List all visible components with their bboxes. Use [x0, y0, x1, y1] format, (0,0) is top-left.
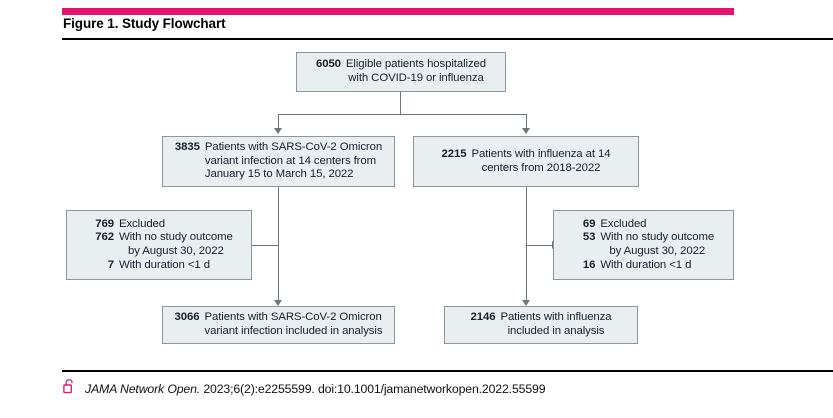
arrowhead-to-covid-cohort: [274, 128, 282, 134]
footer-divider: [62, 370, 833, 372]
node-covid-cohort-count: 3835: [174, 141, 200, 154]
connector-covid-branch: [278, 187, 280, 301]
node-covid-excluded-reason-1-line-2: by August 30, 2022: [127, 245, 224, 257]
node-covid-cohort-line-2: variant infection at 14 centers from: [204, 154, 377, 167]
open-lock-icon: [63, 378, 76, 399]
node-covid-excluded-reason-1-count: 762: [95, 231, 114, 244]
node-influenza-cohort: 2215 Patients with influenza at 14 cente…: [413, 136, 639, 187]
footer-citation-row: JAMA Network Open. 2023;6(2):e2255599. d…: [63, 378, 546, 399]
connector-to-influenza-cohort: [526, 114, 528, 129]
connector-to-covid-cohort: [278, 114, 280, 129]
node-covid-analysis: 3066 Patients with SARS-CoV-2 Omicron va…: [162, 306, 395, 344]
node-influenza-analysis: 2146 Patients with influenza included in…: [444, 306, 638, 344]
spacer-cell: [573, 245, 600, 259]
spacer-cell: [316, 72, 346, 86]
node-covid-cohort-line-3: January 15 to March 15, 2022: [204, 168, 354, 181]
node-influenza-excluded-reason-2-line-1: With duration <1 d: [600, 258, 692, 271]
node-covid-analysis-count: 3066: [174, 311, 200, 324]
node-influenza-excluded-count: 69: [582, 217, 596, 230]
spacer-cell: [175, 325, 205, 339]
node-influenza-excluded-reason-1-line-1: With no study outcome: [600, 231, 715, 244]
node-influenza-excluded-reason-1-count: 53: [582, 231, 596, 244]
node-influenza-analysis-line-2: included in analysis: [507, 325, 605, 337]
spacer-cell: [442, 162, 472, 176]
node-covid-excluded-reason-1-line-1: With no study outcome: [118, 231, 233, 244]
spacer-cell: [175, 155, 205, 169]
arrowhead-to-influenza-analysis: [522, 300, 530, 306]
node-influenza-excluded: 69 Excluded 53 With no study outcome by …: [553, 210, 734, 280]
connector-influenza-exclusion: [526, 245, 553, 247]
node-influenza-excluded-reason-2-count: 16: [582, 258, 596, 271]
arrowhead-to-influenza-cohort: [522, 128, 530, 134]
node-covid-analysis-line-1: Patients with SARS-CoV-2 Omicron: [204, 311, 382, 324]
accent-bar: [62, 8, 734, 15]
node-influenza-analysis-line-1: Patients with influenza: [500, 311, 612, 324]
connector-split-horizontal: [278, 114, 527, 116]
node-eligible-line-2: with COVID-19 or influenza: [348, 72, 484, 84]
citation-text: JAMA Network Open. 2023;6(2):e2255599. d…: [85, 381, 546, 396]
node-covid-excluded-label: Excluded: [118, 217, 166, 230]
title-divider: [62, 38, 833, 40]
node-eligible-line-1: Eligible patients hospitalized: [345, 58, 487, 71]
node-influenza-excluded-reason-1-line-2: by August 30, 2022: [609, 245, 706, 257]
spacer-cell: [175, 168, 205, 182]
node-influenza-cohort-line-1: Patients with influenza at 14: [471, 147, 611, 160]
arrowhead-to-covid-analysis: [274, 300, 282, 306]
node-covid-cohort: 3835 Patients with SARS-CoV-2 Omicron va…: [162, 136, 395, 187]
spacer-cell: [471, 325, 501, 339]
node-covid-cohort-line-1: Patients with SARS-CoV-2 Omicron: [204, 141, 383, 154]
node-covid-excluded-count: 769: [95, 217, 114, 230]
spacer-cell: [85, 245, 119, 259]
citation-journal: JAMA Network Open.: [85, 381, 201, 396]
node-influenza-cohort-line-2: centers from 2018-2022: [481, 161, 601, 174]
node-covid-excluded: 769 Excluded 762 With no study outcome b…: [66, 210, 252, 280]
figure-title: Figure 1. Study Flowchart: [63, 16, 226, 31]
node-covid-analysis-line-2: variant infection included in analysis: [204, 325, 383, 337]
connector-source-stem: [400, 92, 402, 115]
node-influenza-analysis-count: 2146: [470, 311, 496, 324]
node-covid-excluded-reason-2-line-1: With duration <1 d: [118, 258, 210, 271]
node-eligible-patients: 6050 Eligible patients hospitalized with…: [296, 52, 506, 92]
citation-details: 2023;6(2):e2255599. doi:10.1001/jamanetw…: [200, 381, 546, 396]
connector-influenza-branch: [526, 187, 528, 301]
node-covid-excluded-reason-2-count: 7: [107, 258, 114, 271]
node-influenza-excluded-label: Excluded: [600, 217, 647, 230]
node-eligible-count: 6050: [315, 58, 341, 71]
node-influenza-cohort-count: 2215: [441, 147, 467, 160]
connector-covid-exclusion: [252, 245, 279, 247]
